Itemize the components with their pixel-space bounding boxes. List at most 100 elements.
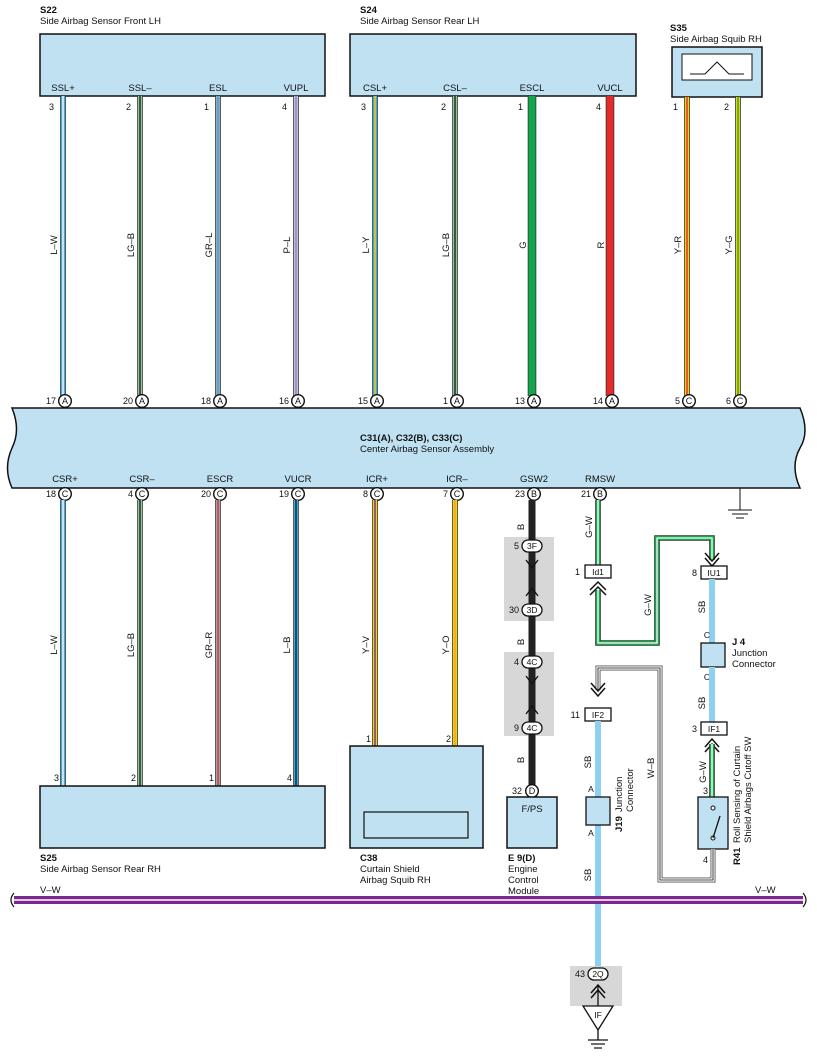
upper-conn-5-letter: A (454, 396, 460, 406)
upper-conn-2-letter: A (217, 396, 223, 406)
upper-conn-3-letter: A (295, 396, 301, 406)
c38-name1: Curtain Shield (360, 864, 420, 875)
lower-bot-pin-4: 1 (366, 734, 371, 744)
upper-top-term-2: ESL (209, 83, 227, 94)
upper-color-code-3: P–L (282, 237, 293, 254)
sb-label-1: SB (697, 601, 708, 614)
ground-triangle-label: IF (594, 1010, 602, 1020)
lower-color-code-2: GR–R (204, 632, 215, 659)
gsw2-conn-id-1: 3D (527, 605, 538, 615)
upper-color-code-1: LG–B (126, 233, 137, 257)
lower-top-term-6: GSW2 (520, 474, 548, 485)
if1-arrow2 (704, 737, 720, 748)
sb-label-j19: SB (583, 756, 594, 769)
upper-top-term-0: SSL+ (51, 83, 75, 94)
upper-top-pin-8: 1 (673, 102, 678, 112)
id1-connector (584, 564, 612, 579)
lower-conn-1-letter: C (139, 489, 146, 499)
ground-triangle (581, 1005, 615, 1032)
lower-wire-group: CSR+C18CSR–C4ESCRC20VUCRC19ICR+C8ICR–C7G… (46, 474, 615, 812)
ground-conn-pin: 43 (575, 969, 585, 979)
lower-conn-7-letter: B (597, 489, 603, 499)
e9-name1: Engine (508, 864, 538, 875)
gsw2-bot-pin: 32 (512, 786, 522, 796)
upper-bot-pin-1: 20 (123, 396, 133, 406)
gsw2-label-2: B (516, 757, 527, 763)
lower-bot-pin-3: 4 (287, 773, 292, 783)
gsw2-conn-3 (521, 721, 543, 735)
gsw2-conn-id-2: 4C (527, 657, 538, 667)
gsw2-label-1: B (516, 639, 527, 645)
gsw2-conn-pin-0: 5 (514, 541, 519, 551)
upper-color-code-9: Y–G (724, 235, 735, 254)
ground-conn-id: 2Q (592, 969, 604, 979)
j4-name1: Junction (732, 648, 767, 659)
bus-right-label: V–W (755, 885, 776, 896)
upper-top-pin-6: 1 (518, 102, 523, 112)
s24-code: S24 (360, 5, 378, 16)
lower-top-pin-3: 19 (279, 489, 289, 499)
gsw2-conn-pin-3: 9 (514, 723, 519, 733)
c38-code: C38 (360, 853, 377, 864)
iu1-pin: 8 (692, 568, 697, 578)
r41-code: R41 (732, 847, 743, 865)
e9-code: E 9(D) (508, 853, 535, 864)
s35-code: S35 (670, 23, 688, 34)
gsw2-conn-id-0: 3F (527, 541, 537, 551)
upper-color-code-7: R (596, 241, 607, 248)
rmsw-label-gw: G–W (584, 516, 595, 538)
lower-top-term-0: CSR+ (52, 474, 78, 485)
upper-color-code-8: Y–R (673, 236, 684, 255)
lower-top-term-2: ESCR (207, 474, 234, 485)
lower-top-pin-1: 4 (128, 489, 133, 499)
upper-color-code-2: GR–L (204, 233, 215, 258)
j19-code: J19 (614, 816, 625, 832)
lower-top-pin-6: 23 (515, 489, 525, 499)
j19-pin-bottom: A (588, 828, 594, 838)
lower-top-term-5: ICR– (446, 474, 468, 485)
wb-label: W–B (646, 758, 657, 779)
upper-color-code-5: LG–B (441, 233, 452, 257)
gsw2-arrow-bot-1 (525, 704, 539, 715)
if1-pin: 3 (692, 724, 697, 734)
upper-top-pin-2: 1 (204, 102, 209, 112)
lower-color-code-1: LG–B (126, 633, 137, 657)
e9-box-label: F/PS (521, 804, 542, 815)
lower-color-code-4: Y–V (361, 635, 372, 654)
if2-arrow2 (590, 687, 606, 698)
s25-name: Side Airbag Sensor Rear RH (40, 864, 161, 875)
s25-code: S25 (40, 853, 58, 864)
gsw2-arrow-top-0 (525, 559, 539, 570)
id1-pin: 1 (575, 567, 580, 577)
sb-label-bottom: SB (583, 869, 594, 882)
lower-conn-3-letter: C (295, 489, 302, 499)
j19-name2: Connector (625, 768, 636, 812)
s24-name: Side Airbag Sensor Rear LH (360, 16, 479, 27)
upper-top-pin-9: 2 (724, 102, 729, 112)
upper-wire-group: SSL+3L–WA17SSL+SSL–2LG–BA20SSL–ESL1GR–LA… (46, 83, 753, 425)
gw-route-stripe (597, 537, 713, 644)
id1-arrow2 (589, 580, 607, 591)
lower-color-code-5: Y–O (441, 635, 452, 654)
j19-pin-top: A (588, 784, 594, 794)
gsw2-conn-2 (521, 655, 543, 669)
lower-conn-0-letter: C (62, 489, 69, 499)
gw-route (596, 536, 714, 645)
lower-top-pin-0: 18 (46, 489, 56, 499)
r41-pin-top: 3 (703, 786, 708, 796)
c38-name2: Airbag Squib RH (360, 875, 431, 886)
lower-bot-pin-5: 2 (446, 734, 451, 744)
upper-conn-6-letter: A (531, 396, 537, 406)
id1-arrow (589, 585, 607, 596)
gsw2-conn-1 (521, 603, 543, 617)
gsw2-arrow-bot-0 (525, 586, 539, 597)
gsw2-conn-pin-1: 30 (509, 605, 519, 615)
e9-name3: Module (508, 886, 539, 897)
s22-box (39, 33, 326, 97)
r41-name2: Shield Airbags Cutoff SW (743, 736, 754, 843)
lower-bot-pin-1: 2 (131, 773, 136, 783)
upper-top-term-3: VUPL (284, 83, 309, 94)
upper-top-pin-7: 4 (596, 102, 601, 112)
